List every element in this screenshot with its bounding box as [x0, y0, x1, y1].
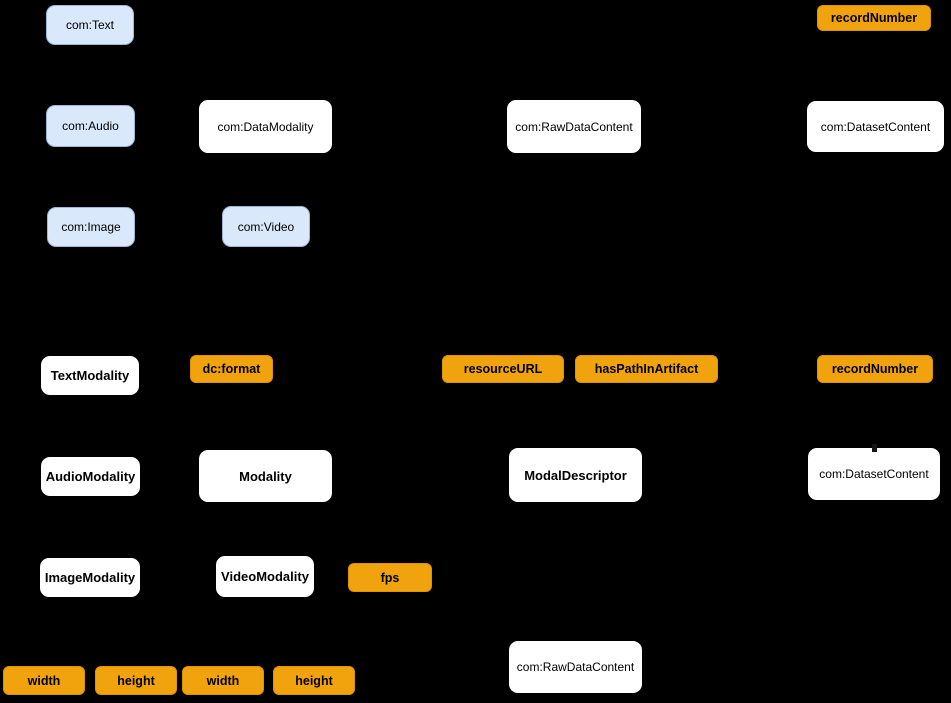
node-dc-format: dc:format — [190, 355, 273, 383]
node-label: hasPathInArtifact — [594, 362, 699, 376]
node-label: com:Image — [61, 220, 121, 234]
node-label: width — [206, 673, 240, 688]
node-has-path-in-artifact: hasPathInArtifact — [575, 355, 718, 383]
node-label: ImageModality — [44, 570, 136, 585]
node-label: com:DatasetContent — [819, 467, 929, 481]
node-label: recordNumber — [830, 11, 918, 25]
node-text-modality: TextModality — [41, 356, 139, 395]
node-height-2: height — [273, 666, 355, 695]
node-label: com:Audio — [62, 119, 119, 133]
node-video-modality: VideoModality — [216, 556, 314, 597]
node-com-dataset-content-right: com:DatasetContent — [808, 448, 940, 500]
node-label: ModalDescriptor — [524, 467, 627, 483]
node-com-audio: com:Audio — [46, 105, 135, 147]
node-com-dataset-content-top: com:DatasetContent — [807, 101, 944, 152]
node-modal-descriptor: ModalDescriptor — [509, 448, 642, 502]
node-audio-modality: AudioModality — [41, 457, 140, 496]
node-label: Modality — [239, 468, 292, 484]
node-label: recordNumber — [831, 362, 919, 376]
node-label: com:DataModality — [217, 119, 314, 134]
node-label: fps — [380, 570, 400, 585]
node-label: com:RawDataContent — [515, 119, 633, 134]
node-label: width — [27, 673, 61, 688]
node-record-number-top: recordNumber — [817, 5, 931, 31]
node-record-number-right: recordNumber — [817, 355, 933, 383]
node-com-data-modality: com:DataModality — [199, 100, 332, 153]
node-width-1: width — [3, 666, 85, 695]
node-label: com:RawDataContent — [516, 660, 635, 674]
node-label: resourceURL — [463, 362, 543, 376]
node-com-video: com:Video — [222, 206, 310, 247]
node-com-image: com:Image — [47, 207, 135, 247]
node-image-modality: ImageModality — [40, 558, 140, 597]
node-fps: fps — [348, 563, 432, 592]
node-com-raw-data-content-bottom: com:RawDataContent — [509, 641, 642, 693]
node-label: VideoModality — [221, 569, 309, 584]
node-label: dc:format — [202, 362, 261, 376]
edge-stub — [872, 444, 877, 452]
node-label: com:DatasetContent — [820, 119, 931, 134]
node-label: com:Text — [65, 18, 114, 32]
node-resource-url: resourceURL — [442, 355, 564, 383]
node-width-2: width — [182, 666, 264, 695]
node-label: height — [295, 673, 333, 688]
node-label: com:Video — [237, 219, 295, 234]
node-com-raw-data-content-top: com:RawDataContent — [507, 100, 641, 153]
node-label: height — [117, 673, 155, 688]
node-height-1: height — [95, 666, 177, 695]
node-com-text: com:Text — [46, 5, 134, 45]
node-label: TextModality — [50, 368, 130, 383]
node-label: AudioModality — [45, 469, 136, 484]
node-modality: Modality — [199, 450, 332, 502]
